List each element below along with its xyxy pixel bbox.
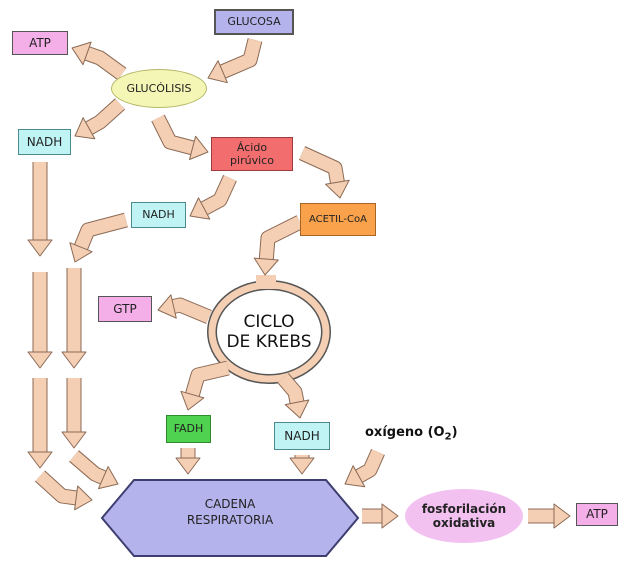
arrow-cadena-to-fosfo [362, 503, 399, 529]
fadh-box: FADH [166, 415, 211, 443]
oxygen-subscript: 2 [444, 431, 452, 443]
arrow-acetil-to-krebs [253, 215, 304, 276]
acetil-coa-label: ACETIL-CoA [309, 213, 367, 225]
cadena-line1: CADENA [204, 497, 256, 511]
atp-top-label: ATP [29, 35, 51, 50]
fosfo-line2: oxidativa [432, 516, 496, 530]
krebs-ring-inlet [256, 275, 276, 289]
oxygen-close: ) [451, 425, 458, 440]
cadena-respiratoria-hexagon [100, 479, 360, 557]
krebs-label-line1: CICLO [243, 312, 295, 332]
arrow-acido-to-nadh [189, 174, 237, 220]
arrow-fosfo-to-atp [528, 503, 571, 529]
arrow-nadh-bottom-to-cadena [289, 455, 315, 475]
nadh-bottom-label: NADH [284, 428, 320, 443]
krebs-label-line2: DE KREBS [226, 332, 312, 353]
oxygen-text: oxígeno (O [365, 425, 445, 440]
arrow-glucolisis-to-acido [151, 114, 209, 160]
glucolisis-ellipse: GLUCÓLISIS [111, 69, 207, 108]
cadena-line2: RESPIRATORIA [186, 513, 274, 528]
glucosa-label: GLUCOSA [227, 15, 281, 29]
arrow-col2-to-cadena [69, 450, 119, 490]
arrow-fadh-to-cadena [175, 448, 201, 475]
glucosa-box: GLUCOSA [214, 9, 294, 35]
arrow-krebs-to-gtp [157, 294, 212, 324]
fadh-label: FADH [173, 422, 204, 436]
gtp-label: GTP [113, 301, 137, 316]
arrow-col1-seg2 [27, 272, 53, 369]
arrow-oxygen-to-cadena [344, 448, 385, 488]
arrow-col2-seg1 [61, 268, 87, 369]
acido-label-line2: pirúvico [230, 154, 274, 167]
nadh-left-box: NADH [18, 129, 71, 155]
acido-label-line1: Ácido [236, 140, 268, 154]
arrow-krebs-to-fadh [180, 360, 230, 411]
arrow-glucolisis-to-atp [71, 41, 127, 81]
glucolisis-label: GLUCÓLISIS [126, 81, 192, 95]
arrow-glucolisis-to-nadh [74, 98, 126, 140]
nadh-middle-box: NADH [131, 202, 186, 228]
acido-piruvico-box: Ácido pirúvico [211, 137, 293, 171]
nadh-left-label: NADH [26, 134, 63, 149]
cadena-respiratoria-label: CADENA RESPIRATORIA [150, 496, 310, 528]
gtp-box: GTP [98, 296, 152, 322]
arrow-col1-seg1 [27, 162, 53, 257]
nadh-middle-label: NADH [142, 208, 175, 222]
atp-top-box: ATP [12, 31, 68, 55]
arrow-col1-to-cadena [34, 470, 93, 511]
arrow-col1-seg3 [27, 378, 53, 469]
oxygen-label: oxígeno (O2) [365, 425, 458, 443]
arrow-krebs-to-nadh-bottom [277, 373, 310, 419]
arrow-col2-seg2 [61, 378, 87, 449]
nadh-bottom-box: NADH [274, 422, 330, 450]
acetil-coa-box: ACETIL-CoA [300, 203, 376, 236]
arrow-acido-to-acetil [298, 146, 350, 199]
fosforilacion-ellipse: fosforilación oxidativa [405, 489, 523, 543]
atp-bottom-box: ATP [576, 503, 618, 526]
krebs-cycle-label: CICLO DE KREBS [211, 312, 327, 353]
arrow-nadh-to-col2 [69, 212, 128, 263]
fosfo-line1: fosforilación [421, 501, 507, 516]
atp-bottom-label: ATP [586, 507, 608, 522]
arrow-glucosa-to-glucolisis [207, 38, 263, 84]
